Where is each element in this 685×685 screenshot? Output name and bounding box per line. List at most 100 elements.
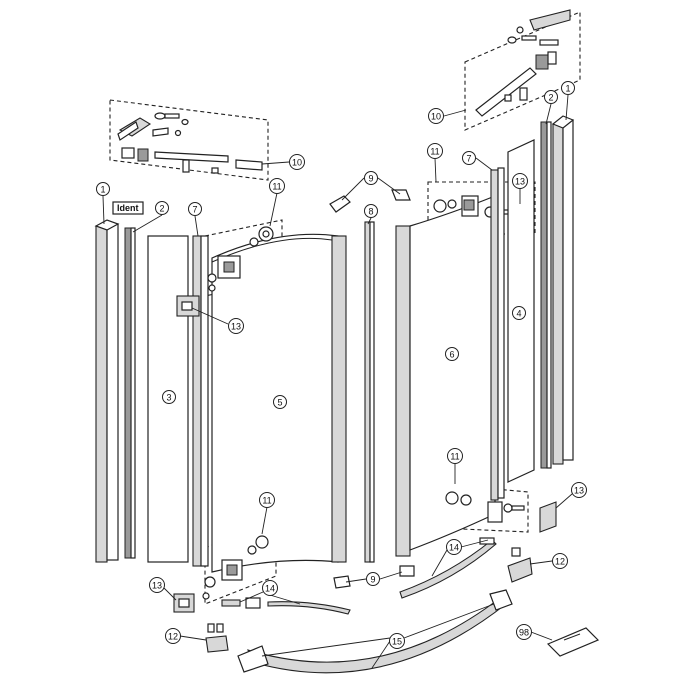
bottom-threshold-rail-15 (237, 589, 513, 674)
callout-circle (269, 178, 285, 194)
callout-number: 5 (277, 398, 282, 408)
callout-c4: 4 (512, 306, 526, 320)
callout-c7b: 7 (462, 151, 476, 165)
right-seal-profile-2 (540, 121, 552, 469)
callout-number: 4 (516, 309, 521, 319)
left-door-handle-13-lower (173, 593, 195, 613)
callout-circle (446, 539, 462, 555)
right-magnetic-seal-7 (490, 167, 505, 501)
callout-number: 12 (555, 557, 565, 567)
callout-circle (162, 390, 176, 404)
right-hardware-kit (475, 9, 571, 117)
callout-circle (273, 395, 287, 409)
left-door-handle-profile (331, 235, 347, 563)
callout-c10b: 10 (428, 108, 444, 124)
callout-c8: 8 (364, 204, 378, 218)
callout-number: 10 (431, 112, 441, 122)
callout-number: 6 (449, 350, 454, 360)
callout-c13b: 13 (512, 173, 528, 189)
callout-number: 13 (152, 581, 162, 591)
callout-circle (561, 81, 575, 95)
leader-lines (102, 94, 573, 669)
callout-c98: 98 (516, 624, 532, 640)
callout-c11a: 11 (269, 178, 285, 194)
callout-number: 14 (265, 584, 275, 594)
callout-circle (364, 171, 378, 185)
callout-circle (149, 577, 165, 593)
right-lower-roller-kit (445, 491, 525, 523)
right-door-handle-13-lower (539, 501, 557, 533)
callout-circle (512, 173, 528, 189)
callout-c2a: 2 (155, 201, 169, 215)
callout-c13c: 13 (571, 482, 587, 498)
callout-c3: 3 (162, 390, 176, 404)
left-end-cap-12 (205, 623, 229, 653)
left-seal-profile-2 (124, 227, 136, 559)
callout-c11c: 11 (447, 448, 463, 464)
callout-circle (188, 202, 202, 216)
callout-c6: 6 (445, 347, 459, 361)
right-door-handle-profile (395, 225, 411, 557)
callout-c14b: 14 (262, 580, 278, 596)
bottom-seal-14-right (399, 537, 497, 599)
callout-c9b: 9 (366, 572, 380, 586)
callout-c1b: 1 (561, 81, 575, 95)
template-part-98 (546, 627, 600, 657)
callout-c9a: 9 (364, 171, 378, 185)
callout-c1a: 1 (96, 182, 110, 196)
callout-circle (462, 151, 476, 165)
callout-number: 11 (262, 496, 271, 506)
right-wall-profile-1 (551, 115, 575, 465)
callout-number: 10 (292, 158, 302, 168)
callout-circle (262, 580, 278, 596)
callout-c2b: 2 (544, 90, 558, 104)
callout-circle (96, 182, 110, 196)
callout-c13a: 13 (228, 318, 244, 334)
callout-circle (366, 572, 380, 586)
callout-circle (571, 482, 587, 498)
callout-circle (364, 204, 378, 218)
kit-box-10-left (109, 99, 269, 181)
callout-circle (389, 633, 405, 649)
callout-circle (512, 306, 526, 320)
callout-number: 2 (548, 93, 553, 103)
callout-c12a: 12 (552, 553, 568, 569)
callout-circle (165, 628, 181, 644)
left-hardware-kit (117, 112, 263, 174)
callout-number: 9 (368, 174, 373, 184)
callout-c11b: 11 (427, 143, 443, 159)
kit-box-11-left-top (204, 219, 283, 297)
callout-number: 14 (449, 543, 459, 553)
callout-circle (516, 624, 532, 640)
callout-number: 7 (466, 154, 471, 164)
callout-number: 3 (166, 393, 171, 403)
right-end-cap-12 (507, 547, 533, 583)
callout-circle (544, 90, 558, 104)
center-seal-profile-8 (364, 221, 375, 563)
ident-label: Ident (117, 203, 139, 213)
callout-number: 7 (192, 205, 197, 215)
callout-circle (259, 492, 275, 508)
callout-c12b: 12 (165, 628, 181, 644)
callout-number: 11 (450, 452, 459, 462)
callout-circle (427, 143, 443, 159)
callout-number: 11 (430, 147, 439, 157)
callout-circle (447, 448, 463, 464)
callout-c11d: 11 (259, 492, 275, 508)
left-upper-roller-kit (207, 226, 274, 292)
callout-number: 12 (168, 632, 178, 642)
callout-number: 98 (519, 628, 529, 638)
ident-tag: Ident (112, 201, 144, 215)
callout-c7a: 7 (188, 202, 202, 216)
callout-number: 9 (370, 575, 375, 585)
callout-number: 1 (565, 84, 570, 94)
left-wall-profile-1 (94, 219, 120, 563)
callout-c10a: 10 (289, 154, 305, 170)
callout-c14a: 14 (446, 539, 462, 555)
callout-number: 13 (515, 177, 525, 187)
callout-circle (289, 154, 305, 170)
callout-number: 2 (159, 204, 164, 214)
